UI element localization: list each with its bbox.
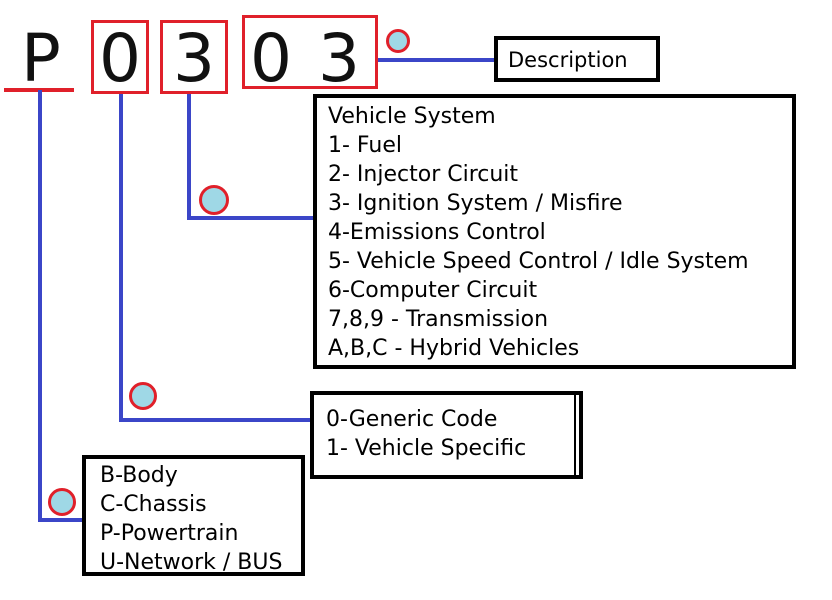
digits-3-4-highlight-box bbox=[242, 15, 378, 89]
description-label: Description bbox=[508, 48, 628, 72]
code-type-item: 0-Generic Code bbox=[326, 407, 498, 432]
vehicle-system-item: 1- Fuel bbox=[328, 133, 402, 158]
connector-digit1-to-code-type bbox=[119, 92, 310, 422]
marker-code-type-dot bbox=[129, 382, 157, 410]
vehicle-system-item: 3- Ignition System / Misfire bbox=[328, 191, 623, 216]
vehicle-system-item: 2- Injector Circuit bbox=[328, 162, 519, 187]
code-digit-3: 0 bbox=[250, 20, 292, 97]
system-category-item: C-Chassis bbox=[100, 492, 207, 517]
system-category-box: B-Body C-Chassis P-Powertrain U-Network … bbox=[82, 455, 305, 576]
vehicle-system-item: 4-Emissions Control bbox=[328, 220, 546, 245]
vehicle-system-title: Vehicle System bbox=[328, 104, 496, 129]
code-letter: P bbox=[21, 20, 61, 97]
vehicle-system-box: Vehicle System 1- Fuel 2- Injector Circu… bbox=[313, 94, 796, 369]
marker-description-dot bbox=[386, 29, 410, 53]
code-digit-2: 3 bbox=[173, 20, 215, 97]
code-digit-1: 0 bbox=[99, 20, 141, 97]
code-type-box: 0-Generic Code 1- Vehicle Specific bbox=[310, 391, 583, 479]
system-category-item: P-Powertrain bbox=[100, 521, 239, 546]
marker-category-dot bbox=[48, 488, 76, 516]
vehicle-system-item: 7,8,9 - Transmission bbox=[328, 307, 549, 332]
connector-digit2-to-system bbox=[187, 92, 313, 220]
connector-letter-to-category bbox=[38, 90, 82, 522]
system-category-item: B-Body bbox=[100, 463, 178, 488]
vehicle-system-item: 6-Computer Circuit bbox=[328, 278, 538, 303]
digit2-highlight-box bbox=[160, 20, 228, 94]
system-category-item: U-Network / BUS bbox=[100, 550, 283, 575]
code-type-item: 1- Vehicle Specific bbox=[326, 436, 527, 461]
vehicle-system-item: A,B,C - Hybrid Vehicles bbox=[328, 336, 580, 361]
digit1-highlight-box bbox=[91, 20, 149, 94]
description-box: Description bbox=[494, 36, 660, 82]
code-digit-4: 3 bbox=[318, 20, 360, 97]
vehicle-system-item: 5- Vehicle Speed Control / Idle System bbox=[328, 249, 749, 274]
marker-system-dot bbox=[199, 185, 229, 215]
